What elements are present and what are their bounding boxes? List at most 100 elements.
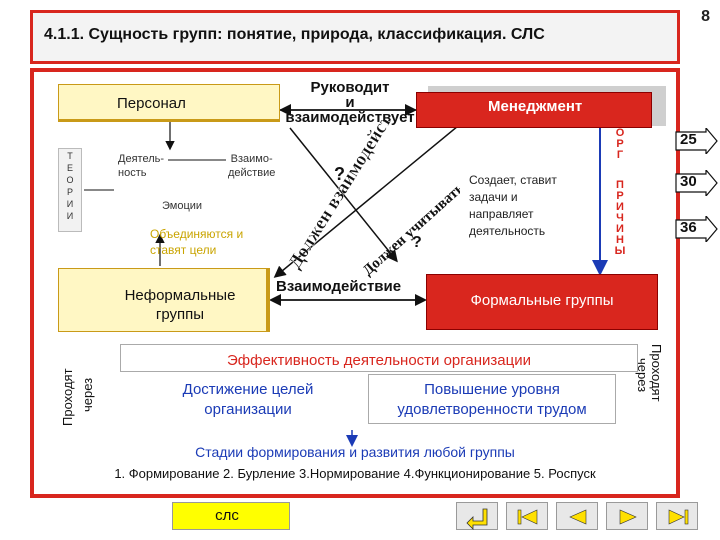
satisfaction-box [368,374,616,424]
interaction-small-line: Взаимо- [230,153,273,165]
management-box [416,92,652,128]
efficiency-box [120,344,638,372]
first-icon [517,509,538,525]
creates-tasks-label: Создает, ставит задачи и направляет деят… [469,172,557,240]
arrow-diag-1 [273,125,459,278]
goto-slide-30-button[interactable]: 30 [674,168,718,198]
reason-letter: Р [616,190,624,202]
personnel-box [58,84,280,122]
org-letter: Р [616,138,624,150]
goal-box [148,374,348,424]
theory-letter: Т [67,151,73,161]
stages-list: 1. Формирование 2. Бурление 3.Нормирован… [114,466,596,481]
goto-slide-36-button[interactable]: 36 [674,214,718,244]
theory-letter: Е [66,163,73,173]
question-mark: ? [334,164,345,184]
theory-label: Т Е О Р И И [60,150,80,222]
next-icon [619,509,637,525]
pass-through-left: Проходят через [60,368,95,426]
theory-letter: Р [66,187,73,197]
side-button-label: 36 [680,219,697,236]
satisfaction-label: Повышение уровня удовлетворенности трудо… [368,380,616,420]
must-consider-wordart: Должен учитывать [360,180,460,279]
previous-slide-button[interactable] [556,502,598,530]
reason-letter: И [616,223,624,235]
pass-right-line-1: Проходят [649,344,664,402]
management-label: Менеджмент [488,98,583,115]
formal-groups-label: Формальные группы [470,292,614,309]
activity-label: Деятель- ность [118,152,164,180]
page-number: 8 [701,8,710,25]
unite-line: ставят цели [150,243,217,257]
creates-line: задачи и [469,190,518,204]
lead-line-2: и [345,94,355,111]
slc-button[interactable] [172,502,290,530]
efficiency-label: Эффективность деятельности организации [226,352,531,369]
org-letter: Г [616,149,624,161]
arrow-diag-2 [289,127,398,263]
goal-label: Достижение целей организации [148,380,348,420]
creates-line: Создает, ставит [469,173,557,187]
page-title: 4.1.1. Сущность групп: понятие, природа,… [44,26,545,43]
pass-right-line-2: через [635,358,650,392]
theory-letter: И [66,211,74,221]
pass-left-line-1: Проходят [60,368,75,426]
satisfaction-line: удовлетворенности трудом [397,401,587,418]
reason-letter: И [616,201,624,213]
creates-line: деятельность [469,224,546,238]
unite-label: Объединяются и ставят цели [150,226,243,258]
org-letter: О [615,127,625,139]
creates-line: направляет [469,207,534,221]
last-slide-button[interactable] [656,502,698,530]
pass-left-line-2: через [80,378,95,412]
unite-line: Объединяются и [150,227,244,241]
formal-groups-box [426,274,658,330]
activity-line: ность [118,167,147,179]
lead-and-interact-label: Руководит и взаимодействует [272,80,428,125]
lead-line-3: взаимодействует [285,109,415,126]
theory-letter: О [66,175,74,185]
interaction-small-label: Взаимо- действие [228,152,275,180]
informal-groups-box [58,268,270,332]
stages-title: Стадии формирования и развития любой гру… [195,444,515,460]
side-button-label: 30 [680,173,697,190]
question-mark: ? [412,234,422,251]
previous-icon [569,509,587,525]
pass-through-right: Проходят через [635,344,664,402]
last-icon [668,509,689,525]
informal-line: группы [155,306,205,323]
side-button-label: 25 [680,131,697,148]
arrow-right-icon [675,168,718,198]
interaction-small-line: действие [228,167,276,179]
must-interact-wordart: Должен взаимодействовать [284,120,426,273]
diagonal-wordart: Должен взаимодействовать Должен учитыват… [284,120,460,279]
reason-letter: Ы [614,245,626,257]
theory-letter: И [66,199,74,209]
return-icon [466,508,488,530]
theory-box [58,148,82,232]
activity-line: Деятель- [118,153,165,165]
informal-line: Неформальные [124,287,236,304]
title-bar [30,10,680,64]
reason-letter: П [616,179,624,191]
satisfaction-line: Повышение уровня [424,381,560,398]
informal-groups-label: Неформальные группы [100,286,260,324]
arrow-right-icon [675,126,718,156]
reason-letter: Н [616,234,624,246]
emotions-label: Эмоции [162,200,203,212]
next-slide-button[interactable] [606,502,648,530]
first-slide-button[interactable] [506,502,548,530]
goal-line: организации [204,401,292,418]
return-button[interactable] [456,502,498,530]
org-label: О Р Г [613,128,627,161]
reasons-label: П Р И Ч И Н Ы [613,180,627,257]
goto-slide-25-button[interactable]: 25 [674,126,718,156]
reason-letter: Ч [616,212,624,224]
lead-line-1: Руководит [310,79,390,96]
personnel-label: Персонал [117,95,186,112]
slc-button-label: слс [215,507,239,524]
arrow-right-icon [675,214,718,244]
goal-line: Достижение целей [182,381,314,398]
interaction-label: Взаимодействие [276,278,402,295]
